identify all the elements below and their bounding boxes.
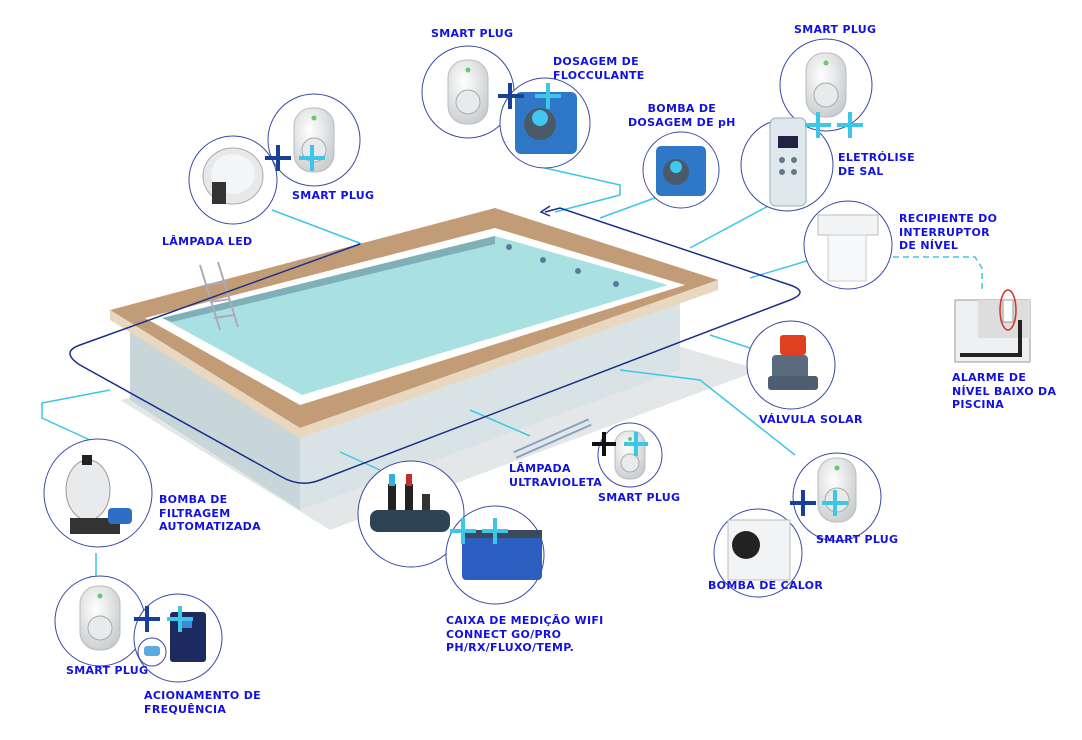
label-line: BOMBA DE CALOR	[708, 579, 824, 592]
plus-icon	[265, 145, 291, 171]
plus-icon	[624, 432, 648, 456]
label-line: SMART PLUG	[598, 491, 681, 504]
label-line: BOMBA DE	[647, 102, 717, 115]
label-line: AUTOMATIZADA	[159, 520, 261, 533]
uv-lamp-icon	[513, 418, 592, 459]
label-valvula-solar: VÁLVULA SOLAR	[759, 413, 863, 427]
pool-wall-front	[300, 300, 680, 510]
label-line: DE NÍVEL	[899, 239, 959, 252]
label-line: LÂMPADA LED	[162, 235, 253, 248]
electrolysis-unit-icon	[769, 117, 807, 207]
connector-lines	[41, 167, 811, 585]
plus-icon	[167, 606, 193, 632]
plus-icon	[299, 145, 325, 171]
label-line: NÍVEL BAIXO DA	[952, 384, 1057, 398]
label-line: ALARME DE	[952, 371, 1027, 384]
label-smart-plug: SMART PLUG	[292, 189, 374, 203]
control-loop-line	[69, 207, 801, 484]
label-line: SMART PLUG	[431, 27, 514, 40]
pool-water	[162, 236, 668, 395]
label-smart-plug: SMART PLUG	[431, 27, 513, 41]
heat-pump-icon	[727, 519, 791, 581]
plus-icon	[822, 490, 848, 516]
led-lamp-icon	[202, 147, 264, 205]
low-level-alarm-icon	[954, 289, 1031, 363]
label-line: SMART PLUG	[66, 664, 149, 677]
plus-icon	[805, 112, 863, 138]
label-line: INTERRUPTOR	[899, 225, 990, 239]
label-line: SMART PLUG	[794, 23, 877, 36]
label-bomba-calor: BOMBA DE CALOR	[708, 579, 823, 593]
label-line: DOSAGEM DE pH	[628, 115, 736, 129]
pool-jets	[506, 244, 619, 287]
pool-inner-wall	[162, 236, 495, 322]
label-line: DE SAL	[838, 164, 884, 178]
label-line: SMART PLUG	[292, 189, 375, 202]
label-line: CONNECT GO/PRO	[446, 627, 562, 641]
plus-icon	[790, 490, 816, 516]
label-line: VÁLVULA SOLAR	[759, 413, 863, 426]
label-line: RECIPIENTE DO	[899, 212, 998, 225]
pool-wall-left	[130, 330, 300, 510]
plus-icon	[592, 432, 616, 456]
label-line: FREQUÊNCIA	[144, 702, 227, 716]
label-smart-plug: SMART PLUG	[794, 23, 876, 37]
label-line: DOSAGEM DE	[553, 55, 639, 68]
label-line: FLOCCULANTE	[553, 68, 645, 82]
label-smart-plug: SMART PLUG	[816, 533, 898, 547]
measurement-box-icon	[462, 530, 542, 580]
level-switch-box-icon	[817, 214, 879, 282]
label-smart-plug: SMART PLUG	[66, 664, 148, 678]
level-switch-dashed-line	[893, 256, 983, 290]
label-smart-plug: SMART PLUG	[598, 491, 680, 505]
manifold-icon	[370, 474, 450, 532]
solar-valve-icon	[768, 335, 818, 390]
plus-icon	[498, 83, 524, 109]
label-lampada-led: LÂMPADA LED	[162, 235, 252, 249]
label-line: PH/RX/FLUXO/TEMP.	[446, 641, 575, 654]
label-line: ACIONAMENTO DE	[144, 689, 261, 702]
peristaltic-pump-icon	[515, 92, 706, 196]
plus-icon	[134, 606, 160, 632]
label-line: CAIXA DE MEDIÇÃO WIFI	[446, 614, 604, 627]
label-line: BOMBA DE	[159, 493, 228, 506]
label-line: SMART PLUG	[816, 533, 899, 546]
label-line: LÂMPADA	[509, 462, 571, 475]
label-line: FILTRAGEM	[159, 506, 231, 520]
label-line: PISCINA	[952, 398, 1005, 411]
label-line: ULTRAVIOLETA	[509, 475, 603, 489]
label-line: ELETRÓLISE	[838, 151, 915, 164]
filtration-pump-icon	[65, 455, 132, 534]
plus-icon	[535, 83, 561, 109]
plus-icon	[450, 518, 508, 544]
